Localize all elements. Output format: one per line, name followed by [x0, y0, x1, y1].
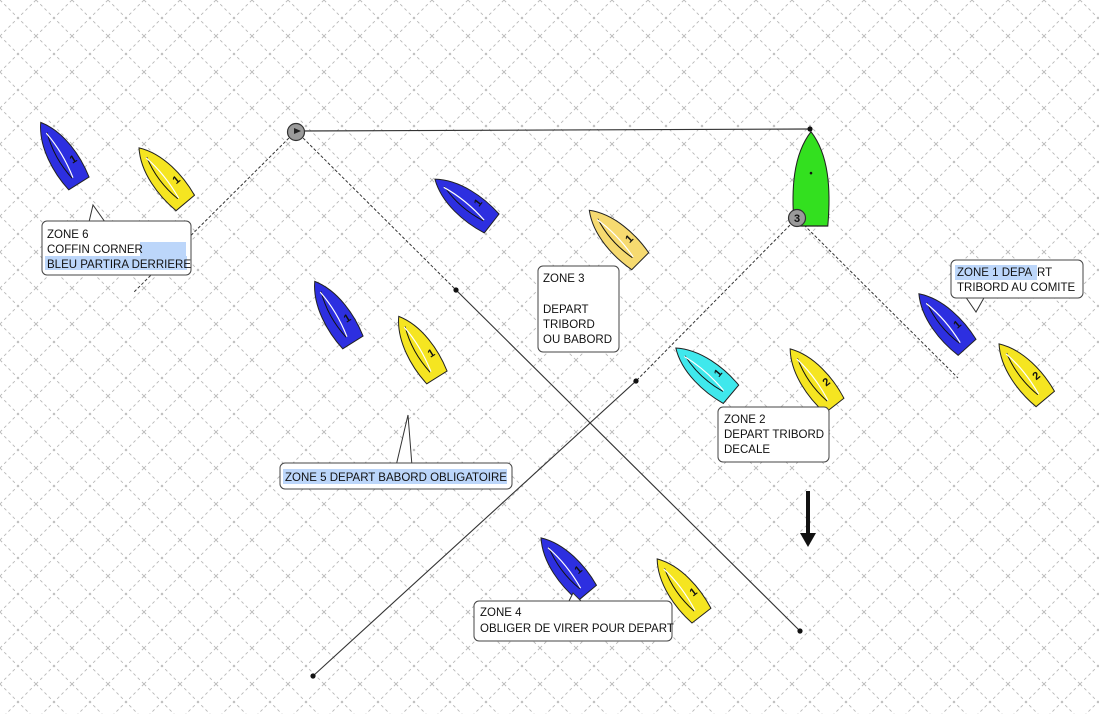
callout-zone4[interactable]: ZONE 4 OBLIGER DE VIRER POUR DEPART	[473, 592, 674, 642]
zone2-line2: DEPART TRIBORD	[724, 429, 824, 441]
zone4-line2: OBLIGER DE VIRER POUR DEPART	[480, 623, 674, 635]
layline-mark3-right	[796, 217, 959, 379]
zone1-line2: TRIBORD AU COMITE	[957, 282, 1076, 294]
callout-zone2[interactable]: ZONE 2 DEPART TRIBORD DECALE	[717, 406, 830, 463]
line-endpoints	[310, 126, 813, 679]
zone5-line1: ZONE 5 DEPART BABORD OBLIGATOIRE	[285, 472, 507, 484]
callout-zone5[interactable]: ZONE 5 DEPART BABORD OBLIGATOIRE	[279, 414, 513, 490]
zone3-line1: ZONE 3	[543, 273, 585, 285]
boat-yellow-zone1[interactable]: 2	[987, 334, 1057, 409]
mark-3[interactable]: 3	[787, 208, 807, 228]
boat-yellow-zone5[interactable]: 1	[386, 308, 450, 386]
start-line	[295, 128, 811, 132]
zone1-line1-end: RT	[1037, 267, 1052, 279]
boat-yellow-zone4[interactable]: 1	[645, 549, 714, 625]
boat-blue-zone4[interactable]: 1	[529, 528, 599, 603]
endpoint-dot	[633, 378, 639, 384]
callout-zone3[interactable]: ZONE 3 DEPART TRIBORD OU BABORD	[537, 265, 620, 353]
zone3-line4: OU BABORD	[543, 334, 612, 346]
mark-3-label: 3	[794, 213, 800, 225]
zone3-line3: TRIBORD	[543, 319, 595, 331]
callout-zone6[interactable]: ZONE 6 COFFIN CORNER BLEU PARTIRA DERRIE…	[41, 203, 192, 276]
boat-number: 1	[68, 153, 80, 166]
layline-pin-right-solid	[455, 289, 801, 632]
boat-cyan-zone2[interactable]: 1	[666, 336, 741, 406]
zone6-line1: ZONE 6	[47, 229, 89, 241]
zone6-line2: COFFIN CORNER	[47, 244, 143, 256]
committee-boat[interactable]	[792, 130, 830, 227]
boat-yellow-zone2[interactable]: 2	[778, 339, 847, 415]
pin-mark[interactable]	[286, 122, 306, 142]
boat-number: 1	[426, 347, 438, 360]
zone2-line3: DECALE	[724, 444, 770, 456]
flag-icon	[294, 128, 301, 134]
boat-lightyellow-center[interactable]: 1	[578, 199, 651, 272]
zone1-line1: ZONE 1 DEPA	[957, 267, 1033, 279]
endpoint-dot	[310, 673, 316, 679]
layline-mark3-left-dashed	[635, 217, 798, 382]
zone2-line1: ZONE 2	[724, 414, 766, 426]
boat-blue-zone6[interactable]: 1	[28, 114, 92, 192]
layline-mark3-left-solid	[312, 380, 637, 677]
zone6-line3: BLEU PARTIRA DERRIERE	[47, 259, 191, 271]
endpoint-dot	[797, 628, 803, 634]
callout-zone1[interactable]: ZONE 1 DEPA RT TRIBORD AU COMITE	[950, 259, 1084, 313]
boat-yellow-zone6[interactable]: 1	[127, 138, 197, 213]
zone4-line1: ZONE 4	[480, 607, 522, 619]
zone3-line2: DEPART	[543, 304, 589, 316]
endpoint-dot	[453, 287, 459, 293]
boat-number: 1	[342, 312, 354, 325]
boat-blue-zone5[interactable]: 1	[302, 273, 366, 351]
endpoint-dot	[807, 126, 813, 132]
layline-pin-right-dashed	[295, 130, 457, 291]
down-arrow-icon	[800, 491, 816, 547]
boat-blue-center[interactable]: 1	[425, 167, 501, 236]
boat-blue-zone1[interactable]: 1	[907, 283, 978, 358]
